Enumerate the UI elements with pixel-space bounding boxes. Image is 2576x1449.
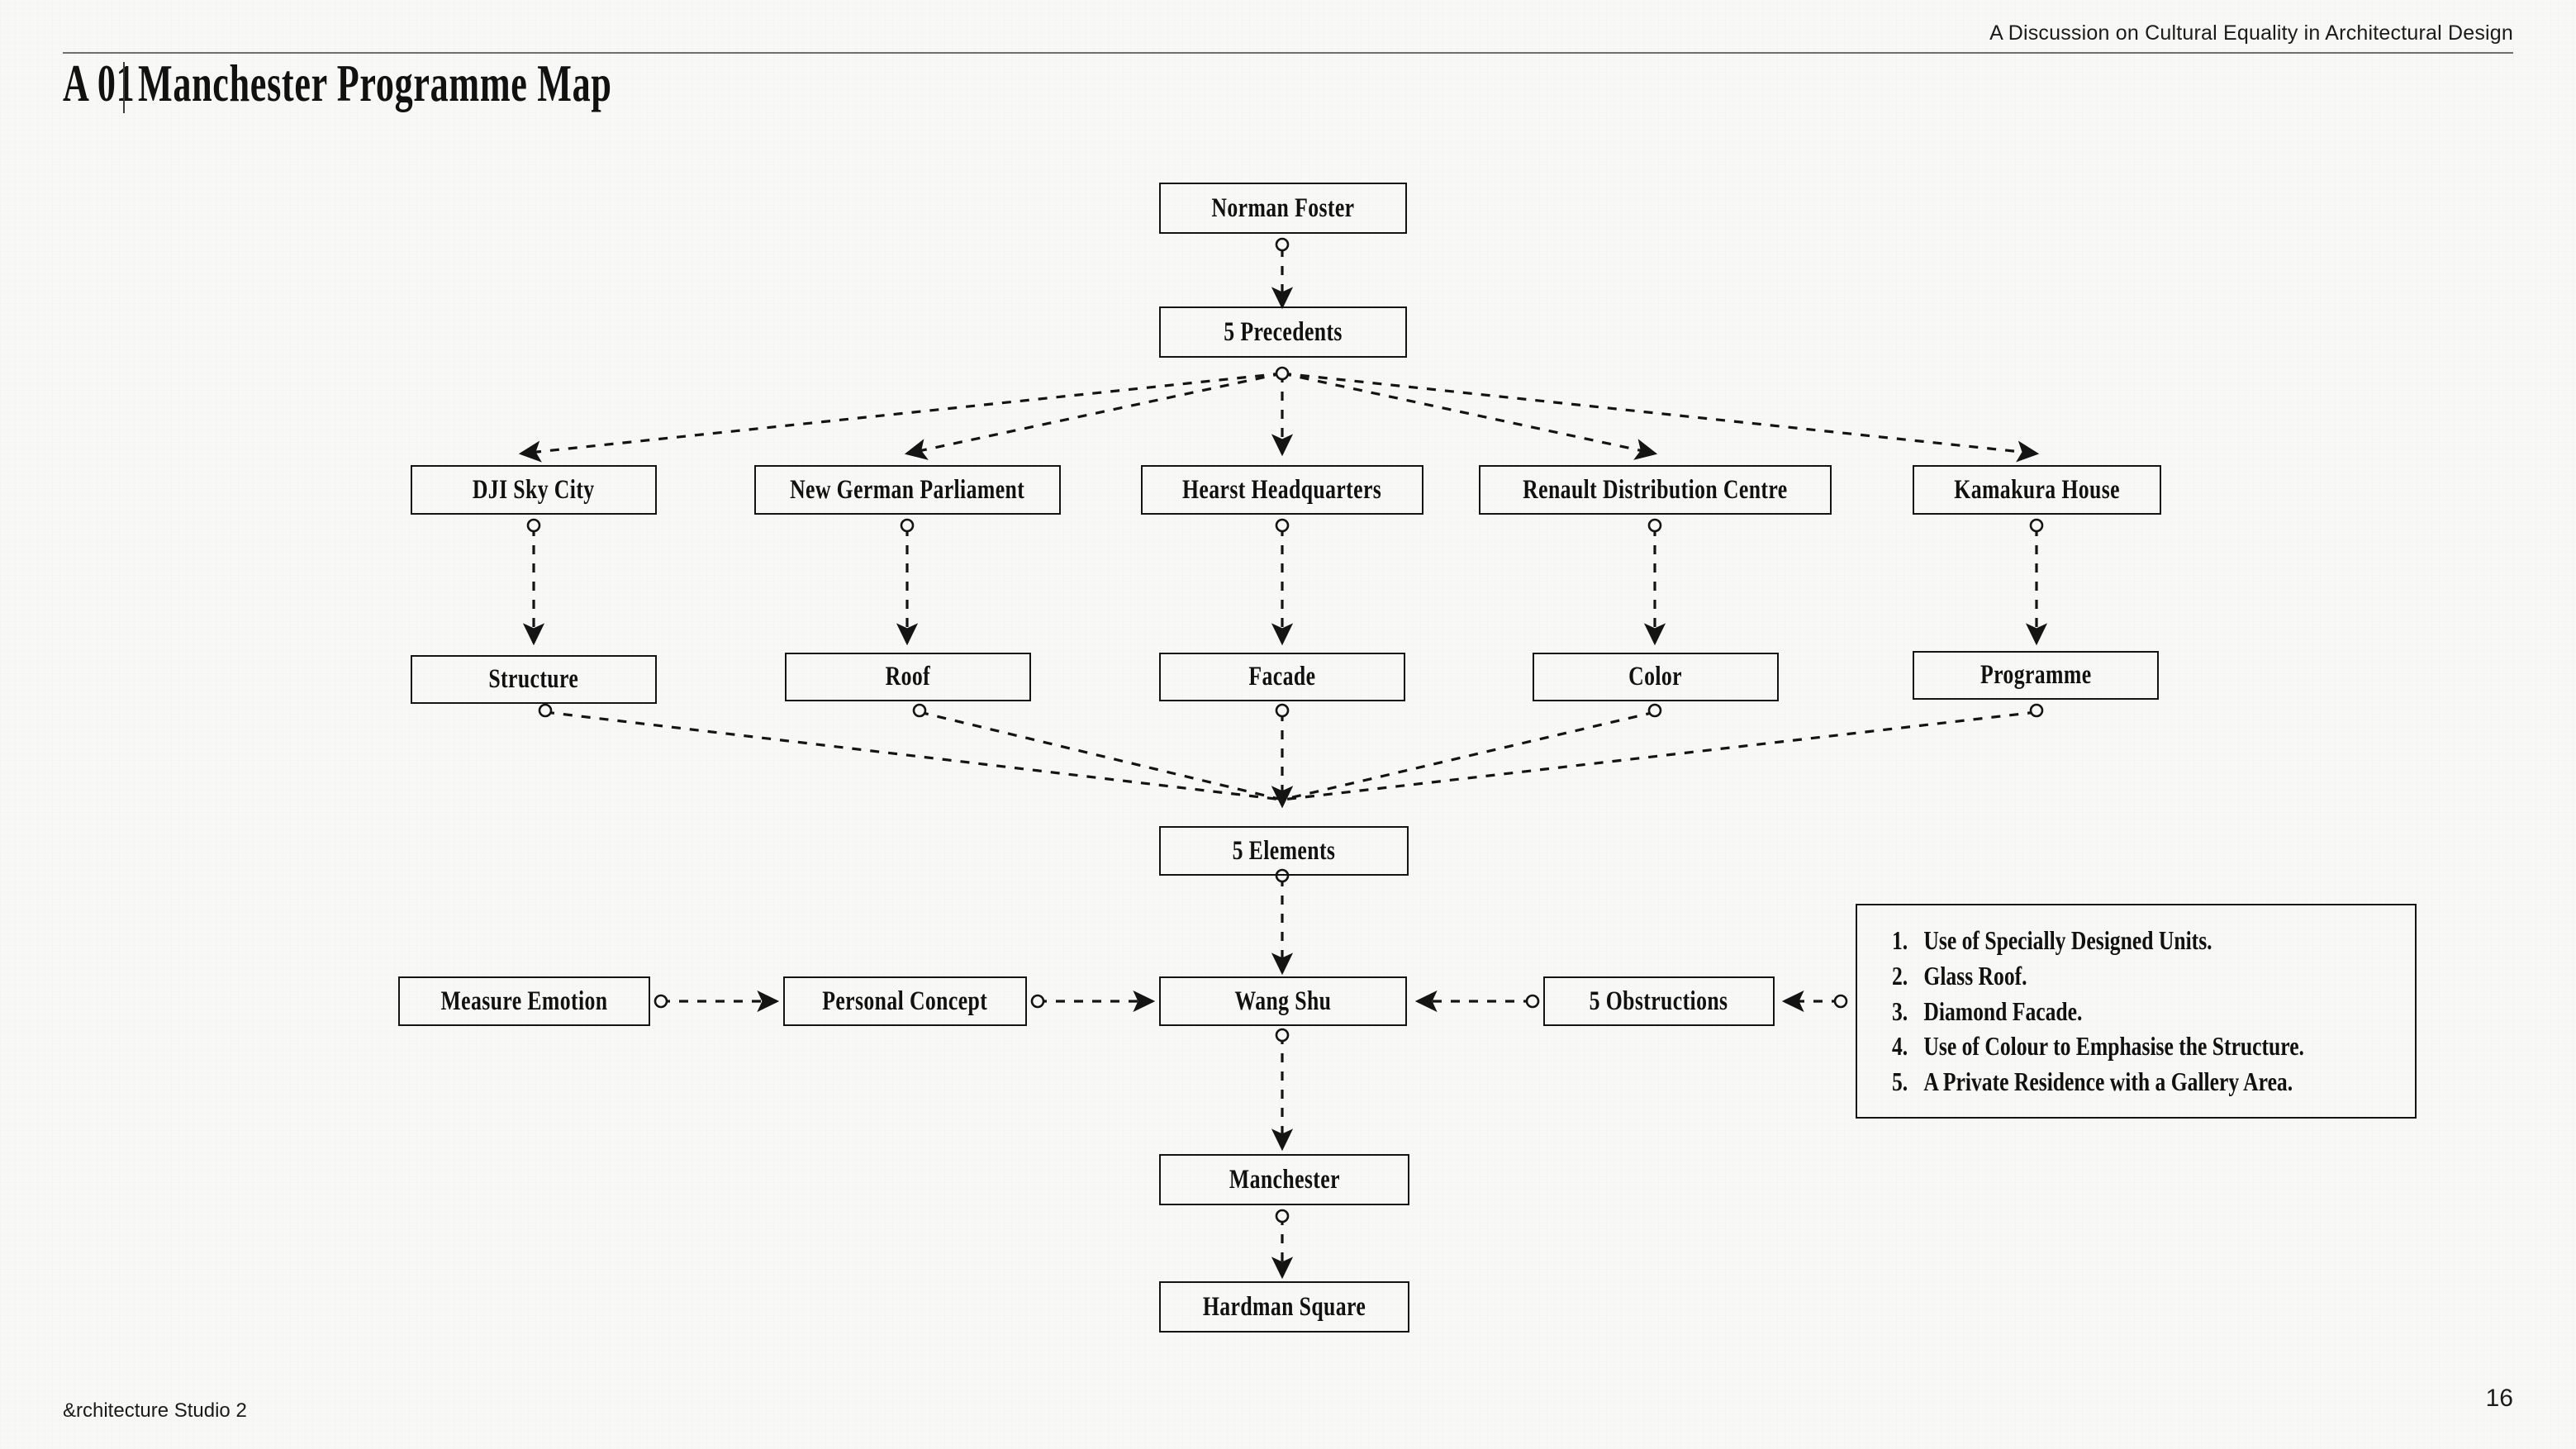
node-norman-foster[interactable]: Norman Foster: [1159, 183, 1407, 234]
node-label: Manchester: [1229, 1164, 1340, 1195]
header-rule: [63, 52, 2513, 54]
node-new-german-parliament[interactable]: New German Parliament: [754, 465, 1061, 515]
footer-page-number: 16: [2485, 1385, 2513, 1412]
list-item-text: Diamond Facade.: [1923, 995, 2083, 1026]
list-item-number: 3.: [1892, 995, 1908, 1026]
list-item-text: Use of Colour to Emphasise the Structure…: [1923, 1031, 2304, 1062]
node-label: Hearst Headquarters: [1182, 474, 1382, 505]
node-label: Measure Emotion: [440, 986, 608, 1016]
title-divider: [122, 61, 125, 113]
node-hardman-square[interactable]: Hardman Square: [1159, 1281, 1409, 1333]
title-code: A 01: [63, 55, 135, 112]
node-label: Kamakura House: [1954, 474, 2120, 505]
node-structure[interactable]: Structure: [411, 655, 657, 704]
list-item-text: Glass Roof.: [1923, 960, 2027, 991]
list-item: 2. Glass Roof.: [1892, 958, 2284, 994]
node-wang-shu[interactable]: Wang Shu: [1159, 976, 1407, 1026]
list-item: 5. A Private Residence with a Gallery Ar…: [1892, 1064, 2293, 1100]
list-item-number: 5.: [1892, 1067, 1908, 1097]
page-title: A 01 Manchester Programme Map: [63, 55, 815, 113]
list-item: 4. Use of Colour to Emphasise the Struct…: [1892, 1029, 2304, 1064]
node-measure-emotion[interactable]: Measure Emotion: [398, 976, 650, 1026]
footer-studio: &rchitecture Studio 2: [63, 1399, 247, 1422]
node-label: Roof: [885, 662, 931, 691]
title-main: Manchester Programme Map: [137, 55, 612, 112]
list-item: 3. Diamond Facade.: [1892, 994, 2284, 1029]
node-roof[interactable]: Roof: [785, 653, 1031, 701]
node-label: Structure: [488, 664, 579, 694]
node-label: Programme: [1980, 660, 2092, 690]
obstruction-list-box[interactable]: 1. Use of Specially Designed Units. 2. G…: [1856, 904, 2417, 1119]
node-label: Wang Shu: [1234, 986, 1332, 1016]
node-label: Hardman Square: [1202, 1291, 1366, 1322]
node-facade[interactable]: Facade: [1159, 653, 1405, 701]
node-label: Norman Foster: [1211, 192, 1355, 223]
list-item: 1. Use of Specially Designed Units.: [1892, 923, 2284, 958]
node-label: Color: [1628, 662, 1683, 691]
header-note: A Discussion on Cultural Equality in Arc…: [1989, 21, 2513, 45]
node-dji-sky-city[interactable]: DJI Sky City: [411, 465, 657, 515]
node-label: Renault Distribution Centre: [1523, 474, 1788, 505]
node-label: New German Parliament: [790, 474, 1025, 505]
list-item-number: 4.: [1892, 1031, 1908, 1062]
node-renault-distribution-centre[interactable]: Renault Distribution Centre: [1479, 465, 1832, 515]
list-item-number: 2.: [1892, 960, 1908, 991]
list-item-number: 1.: [1892, 924, 1908, 955]
node-programme[interactable]: Programme: [1913, 651, 2159, 700]
node-five-obstructions[interactable]: 5 Obstructions: [1543, 976, 1775, 1026]
node-manchester[interactable]: Manchester: [1159, 1154, 1409, 1205]
node-label: Personal Concept: [822, 986, 988, 1016]
node-label: DJI Sky City: [473, 474, 595, 505]
node-label: Facade: [1248, 662, 1316, 691]
node-label: 5 Elements: [1232, 835, 1336, 866]
node-label: 5 Obstructions: [1590, 986, 1728, 1016]
node-hearst-headquarters[interactable]: Hearst Headquarters: [1141, 465, 1423, 515]
node-label: 5 Precedents: [1224, 316, 1343, 347]
node-personal-concept[interactable]: Personal Concept: [783, 976, 1027, 1026]
node-five-precedents[interactable]: 5 Precedents: [1159, 306, 1407, 358]
node-color[interactable]: Color: [1533, 653, 1779, 701]
list-item-text: Use of Specially Designed Units.: [1923, 924, 2212, 955]
node-five-elements[interactable]: 5 Elements: [1159, 826, 1409, 876]
node-kamakura-house[interactable]: Kamakura House: [1913, 465, 2161, 515]
list-item-text: A Private Residence with a Gallery Area.: [1923, 1067, 2293, 1097]
